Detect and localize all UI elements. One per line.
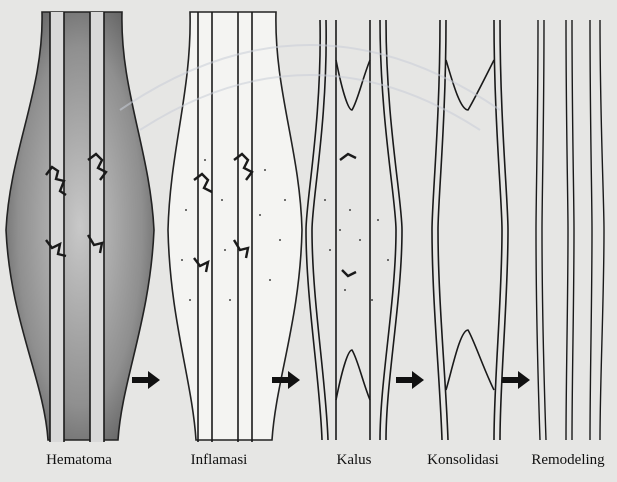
arrow-icon <box>502 371 530 389</box>
stage-kalus-drawing <box>306 20 402 440</box>
stage-remodeling-drawing <box>536 20 604 440</box>
stage-label-inflamasi: Inflamasi <box>191 452 248 469</box>
stage-label-hematoma: Hematoma <box>46 452 112 469</box>
stage-label-kalus: Kalus <box>337 452 372 469</box>
stage-label-remodeling: Remodeling <box>531 452 604 469</box>
arrow-icon <box>396 371 424 389</box>
arrow-icon <box>132 371 160 389</box>
stage-label-konsolidasi: Konsolidasi <box>427 452 499 469</box>
stage-hematoma-drawing <box>6 12 154 442</box>
stage-konsolidasi-drawing <box>432 20 508 440</box>
